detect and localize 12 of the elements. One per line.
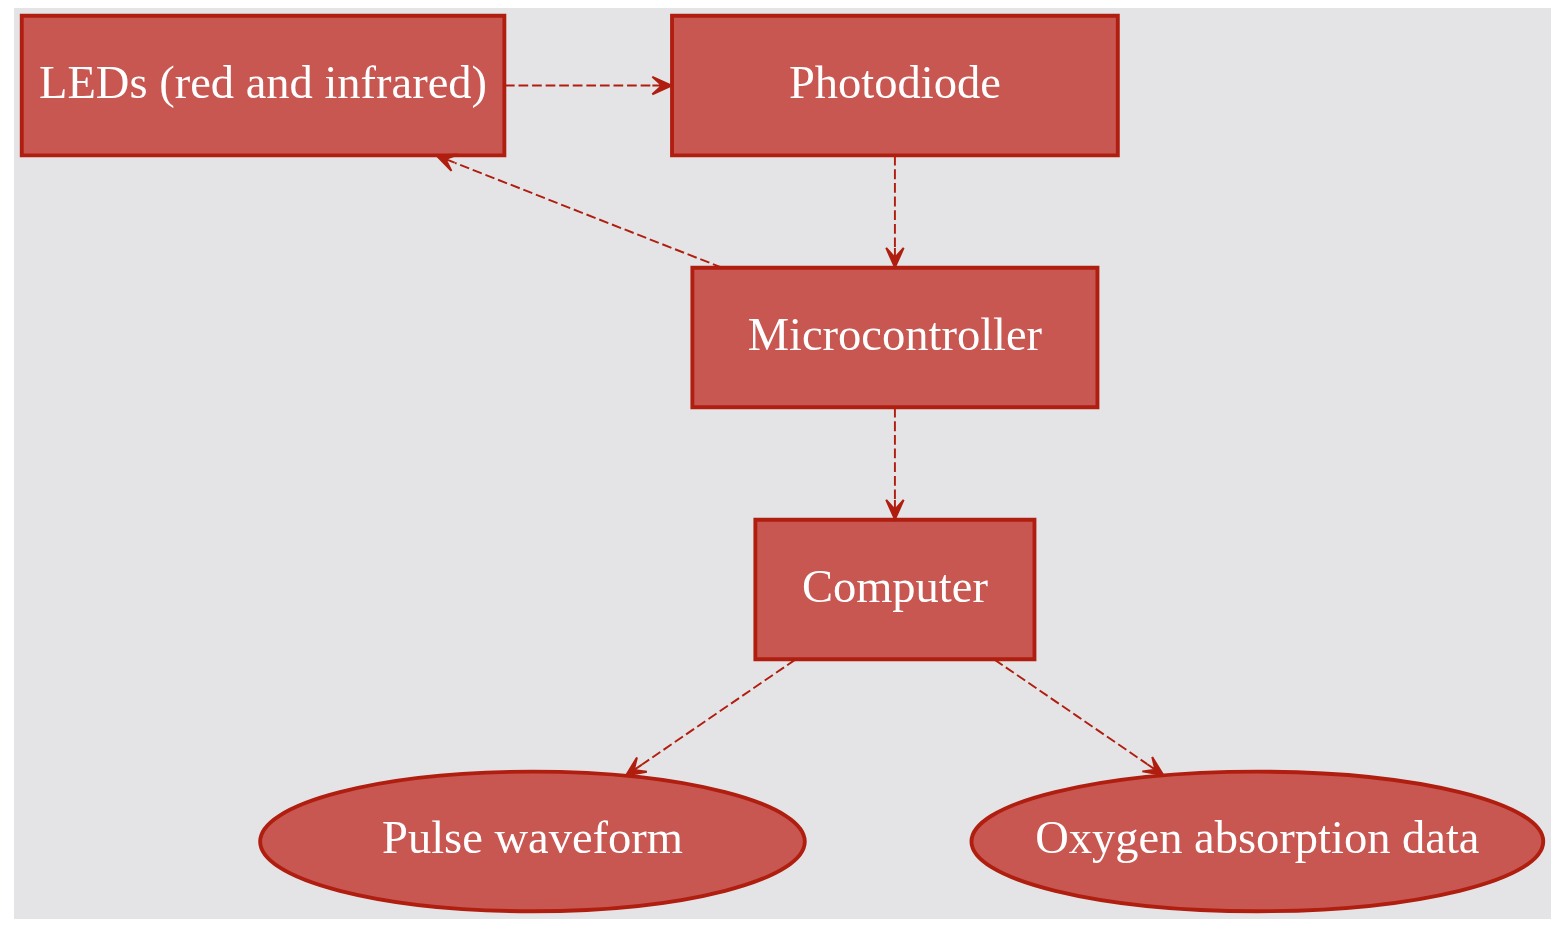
- arrow: [993, 658, 1165, 777]
- arrow: [885, 154, 905, 269]
- node-box: Microcontroller: [690, 265, 1100, 410]
- arrow: [435, 153, 723, 269]
- arrow: [885, 406, 905, 521]
- node-box: Photodiode: [670, 13, 1120, 158]
- arrow: [624, 658, 796, 777]
- node-ellipse: Pulse waveform: [258, 769, 807, 914]
- node-ellipse: Oxygen absorption data: [969, 769, 1546, 914]
- arrow: [503, 75, 673, 96]
- node-box: Computer: [753, 517, 1037, 662]
- node-box: LEDs (red and infrared): [19, 13, 507, 158]
